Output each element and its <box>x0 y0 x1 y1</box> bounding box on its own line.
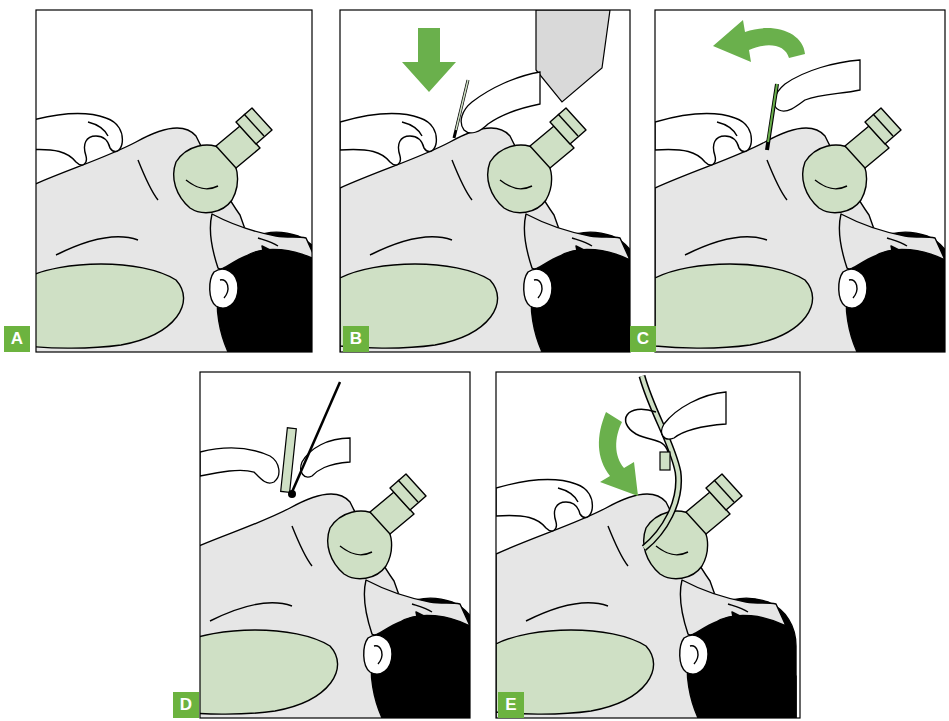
illustration-part <box>496 480 592 531</box>
hand-shape <box>774 60 860 111</box>
step-letter-badge: B <box>343 326 369 352</box>
panel-e <box>496 372 800 721</box>
panel-frame <box>200 372 470 718</box>
guide-rod <box>292 382 340 492</box>
pilot-valve <box>660 452 670 470</box>
illustration-part <box>655 114 751 165</box>
illustration-part <box>36 108 312 352</box>
scalpel <box>454 80 468 138</box>
hand-shape <box>200 448 279 483</box>
panel-d <box>180 372 480 721</box>
panel-frame <box>655 10 945 352</box>
hand-shape <box>461 72 540 133</box>
illustration-part <box>655 108 945 352</box>
step-letter-badge: E <box>498 692 524 718</box>
step-letter: B <box>350 329 362 349</box>
step-letter: A <box>11 329 23 349</box>
instrument <box>767 84 777 150</box>
cannula-tube-fill <box>642 376 679 548</box>
illustration-part <box>340 10 630 352</box>
illustration-part <box>200 474 470 718</box>
step-letter-badge: D <box>173 692 199 718</box>
insertion-point <box>288 490 296 498</box>
illustration-part <box>36 114 122 165</box>
cannula-tube <box>642 376 679 548</box>
panel-frame <box>496 372 800 718</box>
illustration-part <box>496 474 796 718</box>
instrument-handle <box>768 84 777 142</box>
panel-frame <box>36 10 312 352</box>
sleeve <box>536 10 610 102</box>
step-letter: C <box>637 329 649 349</box>
step-letter-badge: C <box>630 326 656 352</box>
insert-arrow <box>599 412 638 496</box>
push-arrow <box>402 28 456 92</box>
rotate-arrow <box>713 20 805 62</box>
illustration-part <box>340 108 630 352</box>
panel-frame <box>340 10 630 352</box>
illustration-part <box>655 20 945 352</box>
panel-b <box>340 10 640 370</box>
illustration-part <box>496 376 796 718</box>
dilator <box>281 428 297 493</box>
step-letter: E <box>505 695 516 715</box>
step-letter: D <box>180 695 192 715</box>
panel-c <box>655 10 949 370</box>
scalpel-handle <box>456 80 468 130</box>
hand-shape <box>662 392 726 439</box>
step-letter-badge: A <box>4 326 30 352</box>
panel-a <box>26 10 326 370</box>
illustration-part <box>340 114 436 165</box>
illustration-part <box>200 382 470 718</box>
illustration-part <box>36 108 312 352</box>
